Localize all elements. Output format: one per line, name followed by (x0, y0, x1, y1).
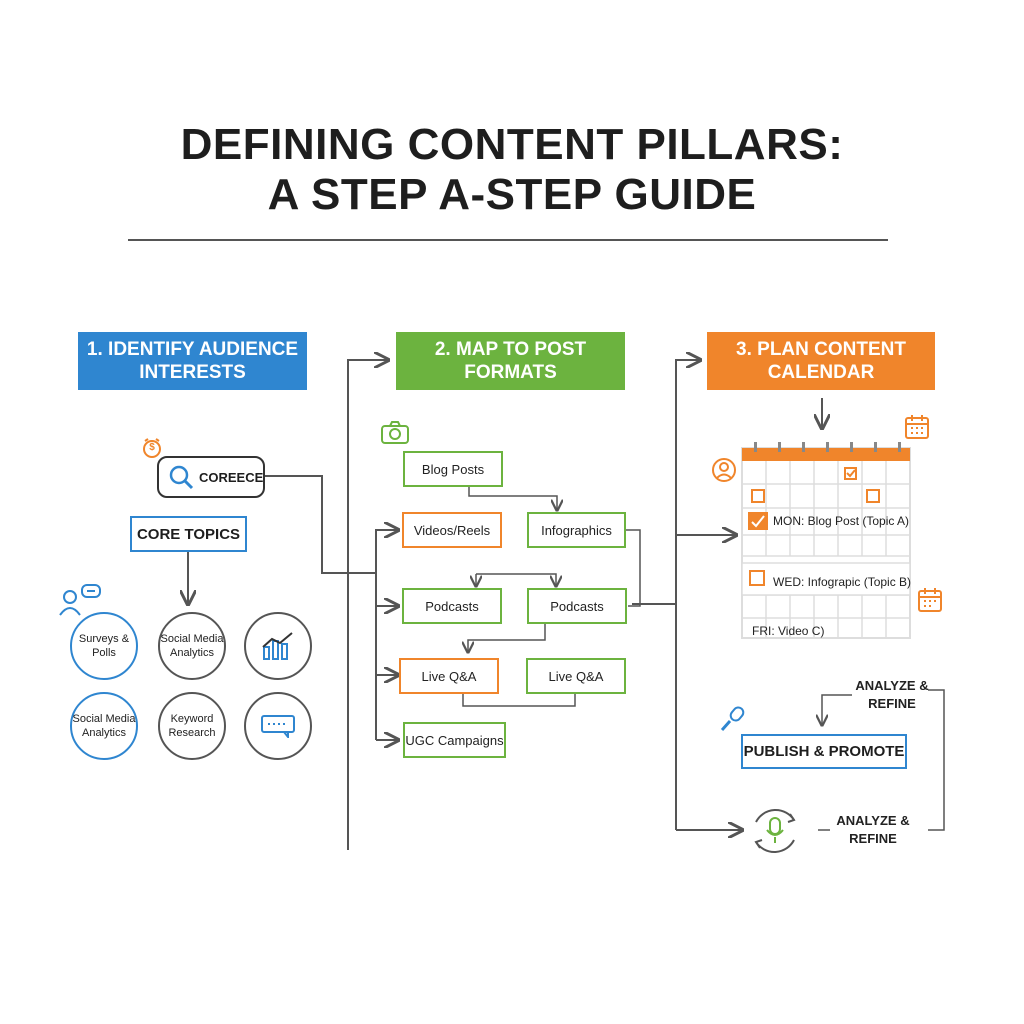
step-2-header: 2. MAP TO POST FORMATS (396, 332, 625, 390)
person-icon (710, 456, 738, 486)
user-feedback-icon (58, 583, 106, 617)
calendar-icon-small (916, 586, 944, 614)
camera-icon (380, 420, 410, 446)
keyword-research-circle: Keyword Research (158, 692, 226, 760)
calendar-entry-fri: FRI: Video C) (752, 624, 825, 638)
chart-icon (262, 632, 293, 660)
alarm-clock-icon (140, 436, 164, 460)
step-1-header: 1. IDENTIFY AUDIENCE INTERESTS (78, 332, 307, 390)
analyze-refine-bottom: ANALYZE & REFINE (836, 813, 910, 846)
core-topics-box: CORE TOPICS (130, 516, 247, 552)
podcasts-box-right: Podcasts (527, 588, 627, 624)
search-bubble: COREECE (157, 456, 265, 498)
social-media-analytics-circle: Social Media Analytics (158, 612, 226, 680)
search-icon (167, 463, 195, 491)
title-divider (128, 239, 888, 241)
page-title-line-1: DEFINING CONTENT PILLARS: (180, 120, 844, 169)
surveys-polls-circle: Surveys & Polls (70, 612, 138, 680)
podcast-mic-cycle-icon (746, 804, 804, 858)
infographics-box: Infographics (527, 512, 626, 548)
videos-reels-box: Videos/Reels (402, 512, 502, 548)
chart-icon-circle (244, 612, 312, 680)
calendar-entry-mon: MON: Blog Post (Topic A) (773, 514, 910, 528)
dollar-symbol: $ (149, 442, 155, 453)
analyze-refine-top: ANALYZE & REFINE (855, 678, 929, 711)
social-media-analytics-circle-2: Social Media Analytics (70, 692, 138, 760)
live-qa-box-left: Live Q&A (399, 658, 499, 694)
calendar-icon (903, 413, 931, 441)
publish-promote-box: PUBLISH & PROMOTE (741, 734, 907, 769)
chat-icon-circle (244, 692, 312, 760)
chat-icon (261, 715, 295, 738)
search-bubble-text: COREECE (199, 469, 264, 485)
live-qa-box-right: Live Q&A (526, 658, 626, 694)
blog-posts-box: Blog Posts (403, 451, 503, 487)
calendar-entry-wed: WED: Infograpic (Topic B) (773, 575, 912, 589)
page-title-line-2: A STEP A-STEP GUIDE (267, 170, 757, 219)
step-3-header: 3. PLAN CONTENT CALENDAR (707, 332, 935, 390)
microphone-icon (718, 704, 748, 734)
ugc-campaigns-box: UGC Campaigns (403, 722, 506, 758)
content-calendar (741, 442, 911, 639)
podcasts-box-left: Podcasts (402, 588, 502, 624)
